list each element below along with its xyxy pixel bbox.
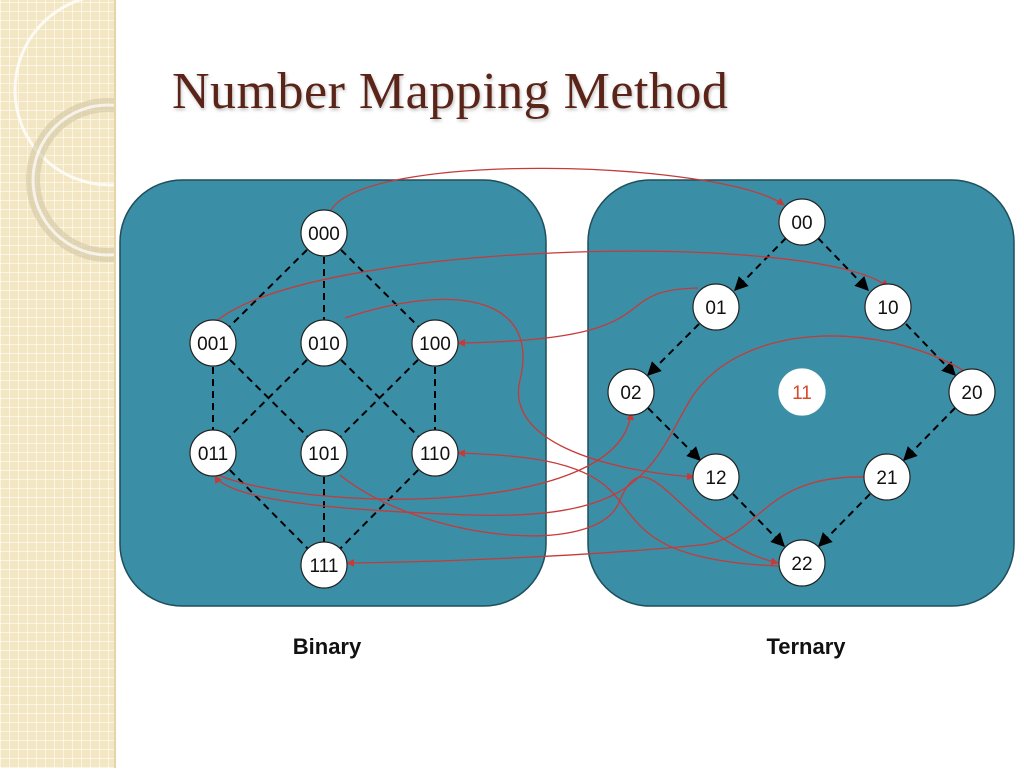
mapping-011-02 (217, 412, 635, 500)
binary-node: 001 (189, 319, 237, 367)
svg-text:10: 10 (877, 298, 898, 319)
mapping-01-100 (457, 287, 699, 347)
svg-text:110: 110 (420, 444, 450, 465)
ternary-node-unused: 11 (778, 368, 826, 416)
svg-text:101: 101 (308, 444, 340, 465)
mapping-101-22 (339, 474, 779, 566)
svg-text:20: 20 (961, 383, 982, 404)
svg-text:11: 11 (792, 383, 812, 404)
binary-caption: Binary (293, 634, 362, 659)
mapping-21-111 (346, 476, 865, 567)
ternary-edges (647, 237, 956, 547)
mapping-000-00 (329, 167, 785, 213)
svg-text:21: 21 (876, 468, 897, 489)
binary-panel (119, 179, 547, 607)
svg-text:02: 02 (620, 383, 641, 404)
mapping-001-10 (211, 250, 889, 326)
svg-text:000: 000 (308, 224, 340, 245)
binary-node: 010 (300, 319, 348, 367)
ternary-node: 20 (948, 368, 996, 416)
ternary-node: 10 (864, 283, 912, 331)
decorative-sidebar (0, 0, 207, 768)
page-title: Number Mapping Method (172, 63, 729, 120)
svg-text:111: 111 (310, 556, 339, 577)
binary-node: 100 (411, 319, 459, 367)
binary-node: 011 (189, 429, 237, 477)
ternary-caption: Ternary (766, 634, 846, 659)
mapping-22-110 (457, 449, 779, 567)
svg-text:22: 22 (791, 554, 812, 575)
svg-text:12: 12 (705, 468, 726, 489)
binary-node: 000 (300, 209, 348, 257)
mapping-010-12 (344, 298, 695, 481)
svg-text:011: 011 (198, 444, 228, 465)
ternary-node: 01 (692, 283, 740, 331)
ternary-node: 00 (778, 198, 826, 246)
binary-node: 101 (300, 429, 348, 477)
binary-node: 110 (411, 429, 459, 477)
binary-node: 111 (300, 541, 348, 589)
ternary-node: 22 (778, 539, 826, 587)
ternary-node: 02 (607, 368, 655, 416)
svg-text:100: 100 (419, 334, 451, 355)
svg-text:010: 010 (308, 334, 340, 355)
mapping-arrows (211, 167, 967, 567)
svg-text:00: 00 (791, 213, 812, 234)
ternary-node: 12 (692, 453, 740, 501)
svg-text:01: 01 (705, 298, 726, 319)
svg-text:001: 001 (197, 334, 229, 355)
ternary-node: 21 (863, 453, 911, 501)
